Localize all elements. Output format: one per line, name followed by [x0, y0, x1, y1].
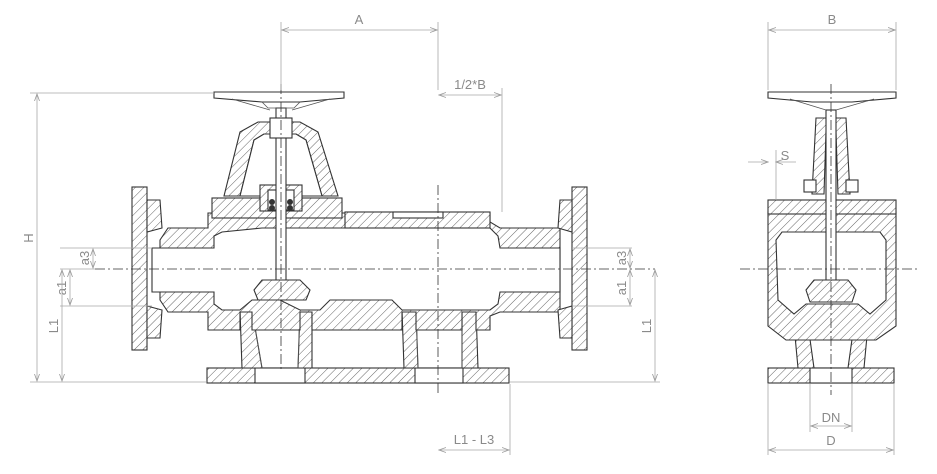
dim-L1-right-label: L1	[639, 319, 654, 333]
dim-D-label: D	[826, 433, 835, 448]
side-view	[740, 84, 920, 395]
dim-a1-left-label: a1	[54, 281, 69, 295]
dimensions: A 1/2*B B H a3 a1 L1 a3 a1	[21, 12, 897, 455]
dim-L1-left-label: L1	[46, 319, 61, 333]
dim-half-B-label: 1/2*B	[454, 77, 486, 92]
front-section-view	[95, 84, 655, 395]
valve-disc	[253, 279, 311, 301]
side-handwheel	[767, 91, 897, 103]
dim-a1-right-label: a1	[614, 281, 629, 295]
dim-A-label: A	[355, 12, 364, 27]
dim-DN-label: DN	[822, 410, 841, 425]
dim-H-label: H	[21, 233, 36, 242]
dim-a3-right-label: a3	[614, 251, 629, 265]
flange-left	[131, 186, 148, 351]
flange-right	[571, 186, 588, 351]
base-plate	[206, 367, 510, 384]
dim-a3-left-label: a3	[77, 251, 92, 265]
dim-L1-L3-label: L1 - L3	[454, 432, 494, 447]
dim-S-label: S	[781, 148, 790, 163]
dim-B-label: B	[828, 12, 837, 27]
